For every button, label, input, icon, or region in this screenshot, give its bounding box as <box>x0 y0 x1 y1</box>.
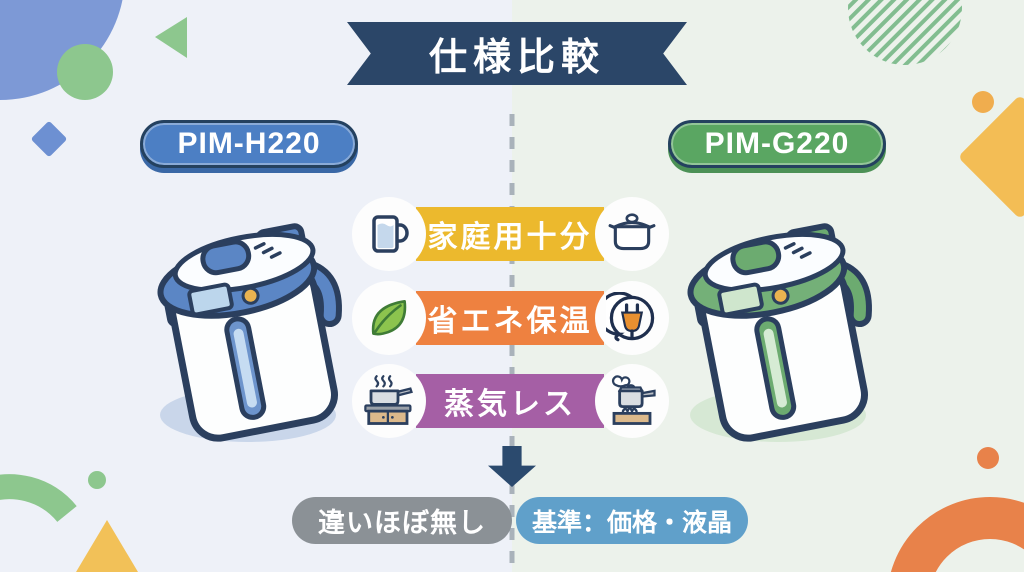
yellow-triangle-shape <box>76 520 138 572</box>
feature-label: 家庭用十分 <box>427 221 593 254</box>
leaf-icon <box>352 281 426 355</box>
green-triangle-shape <box>155 17 187 58</box>
feature-label: 省エネ保温 <box>427 305 593 338</box>
model-name-right: PIM-G220 <box>704 127 850 160</box>
mug-icon <box>352 197 426 271</box>
green-circle-shape <box>57 44 113 100</box>
power-plug-icon <box>595 281 669 355</box>
feature-bar: 省エネ保温 <box>416 291 604 345</box>
feature-row-steamless: 蒸気レス <box>352 363 674 439</box>
model-badge-left: PIM-H220 <box>140 120 358 168</box>
verdict-badge: 違いほぼ無し <box>292 497 512 544</box>
feature-row-energy: 省エネ保温 <box>352 280 674 356</box>
page-title: 仕様比較 <box>428 37 605 79</box>
feature-bar: 家庭用十分 <box>416 207 604 261</box>
electric-pot-illustration-left <box>157 223 342 442</box>
model-name-left: PIM-H220 <box>177 127 321 160</box>
steaming-pot-icon <box>595 364 669 438</box>
model-badge-right: PIM-G220 <box>668 120 886 168</box>
green-dot-shape <box>88 471 106 489</box>
title-ribbon: 仕様比較 <box>347 22 687 85</box>
criteria-badge: 基準：価格・液晶 <box>516 497 748 544</box>
verdict-label: 違いほぼ無し <box>318 508 486 538</box>
steaming-pan-icon <box>352 364 426 438</box>
feature-row-capacity: 家庭用十分 <box>352 196 674 272</box>
stockpot-icon <box>595 197 669 271</box>
green-arc-shape <box>0 474 77 523</box>
blue-diamond-shape <box>31 121 67 157</box>
criteria-label: 基準：価格・液晶 <box>531 508 732 537</box>
feature-bar: 蒸気レス <box>416 374 604 428</box>
blue-circle-shape <box>0 0 123 100</box>
feature-label: 蒸気レス <box>444 388 576 421</box>
electric-pot-illustration-right <box>687 223 872 442</box>
